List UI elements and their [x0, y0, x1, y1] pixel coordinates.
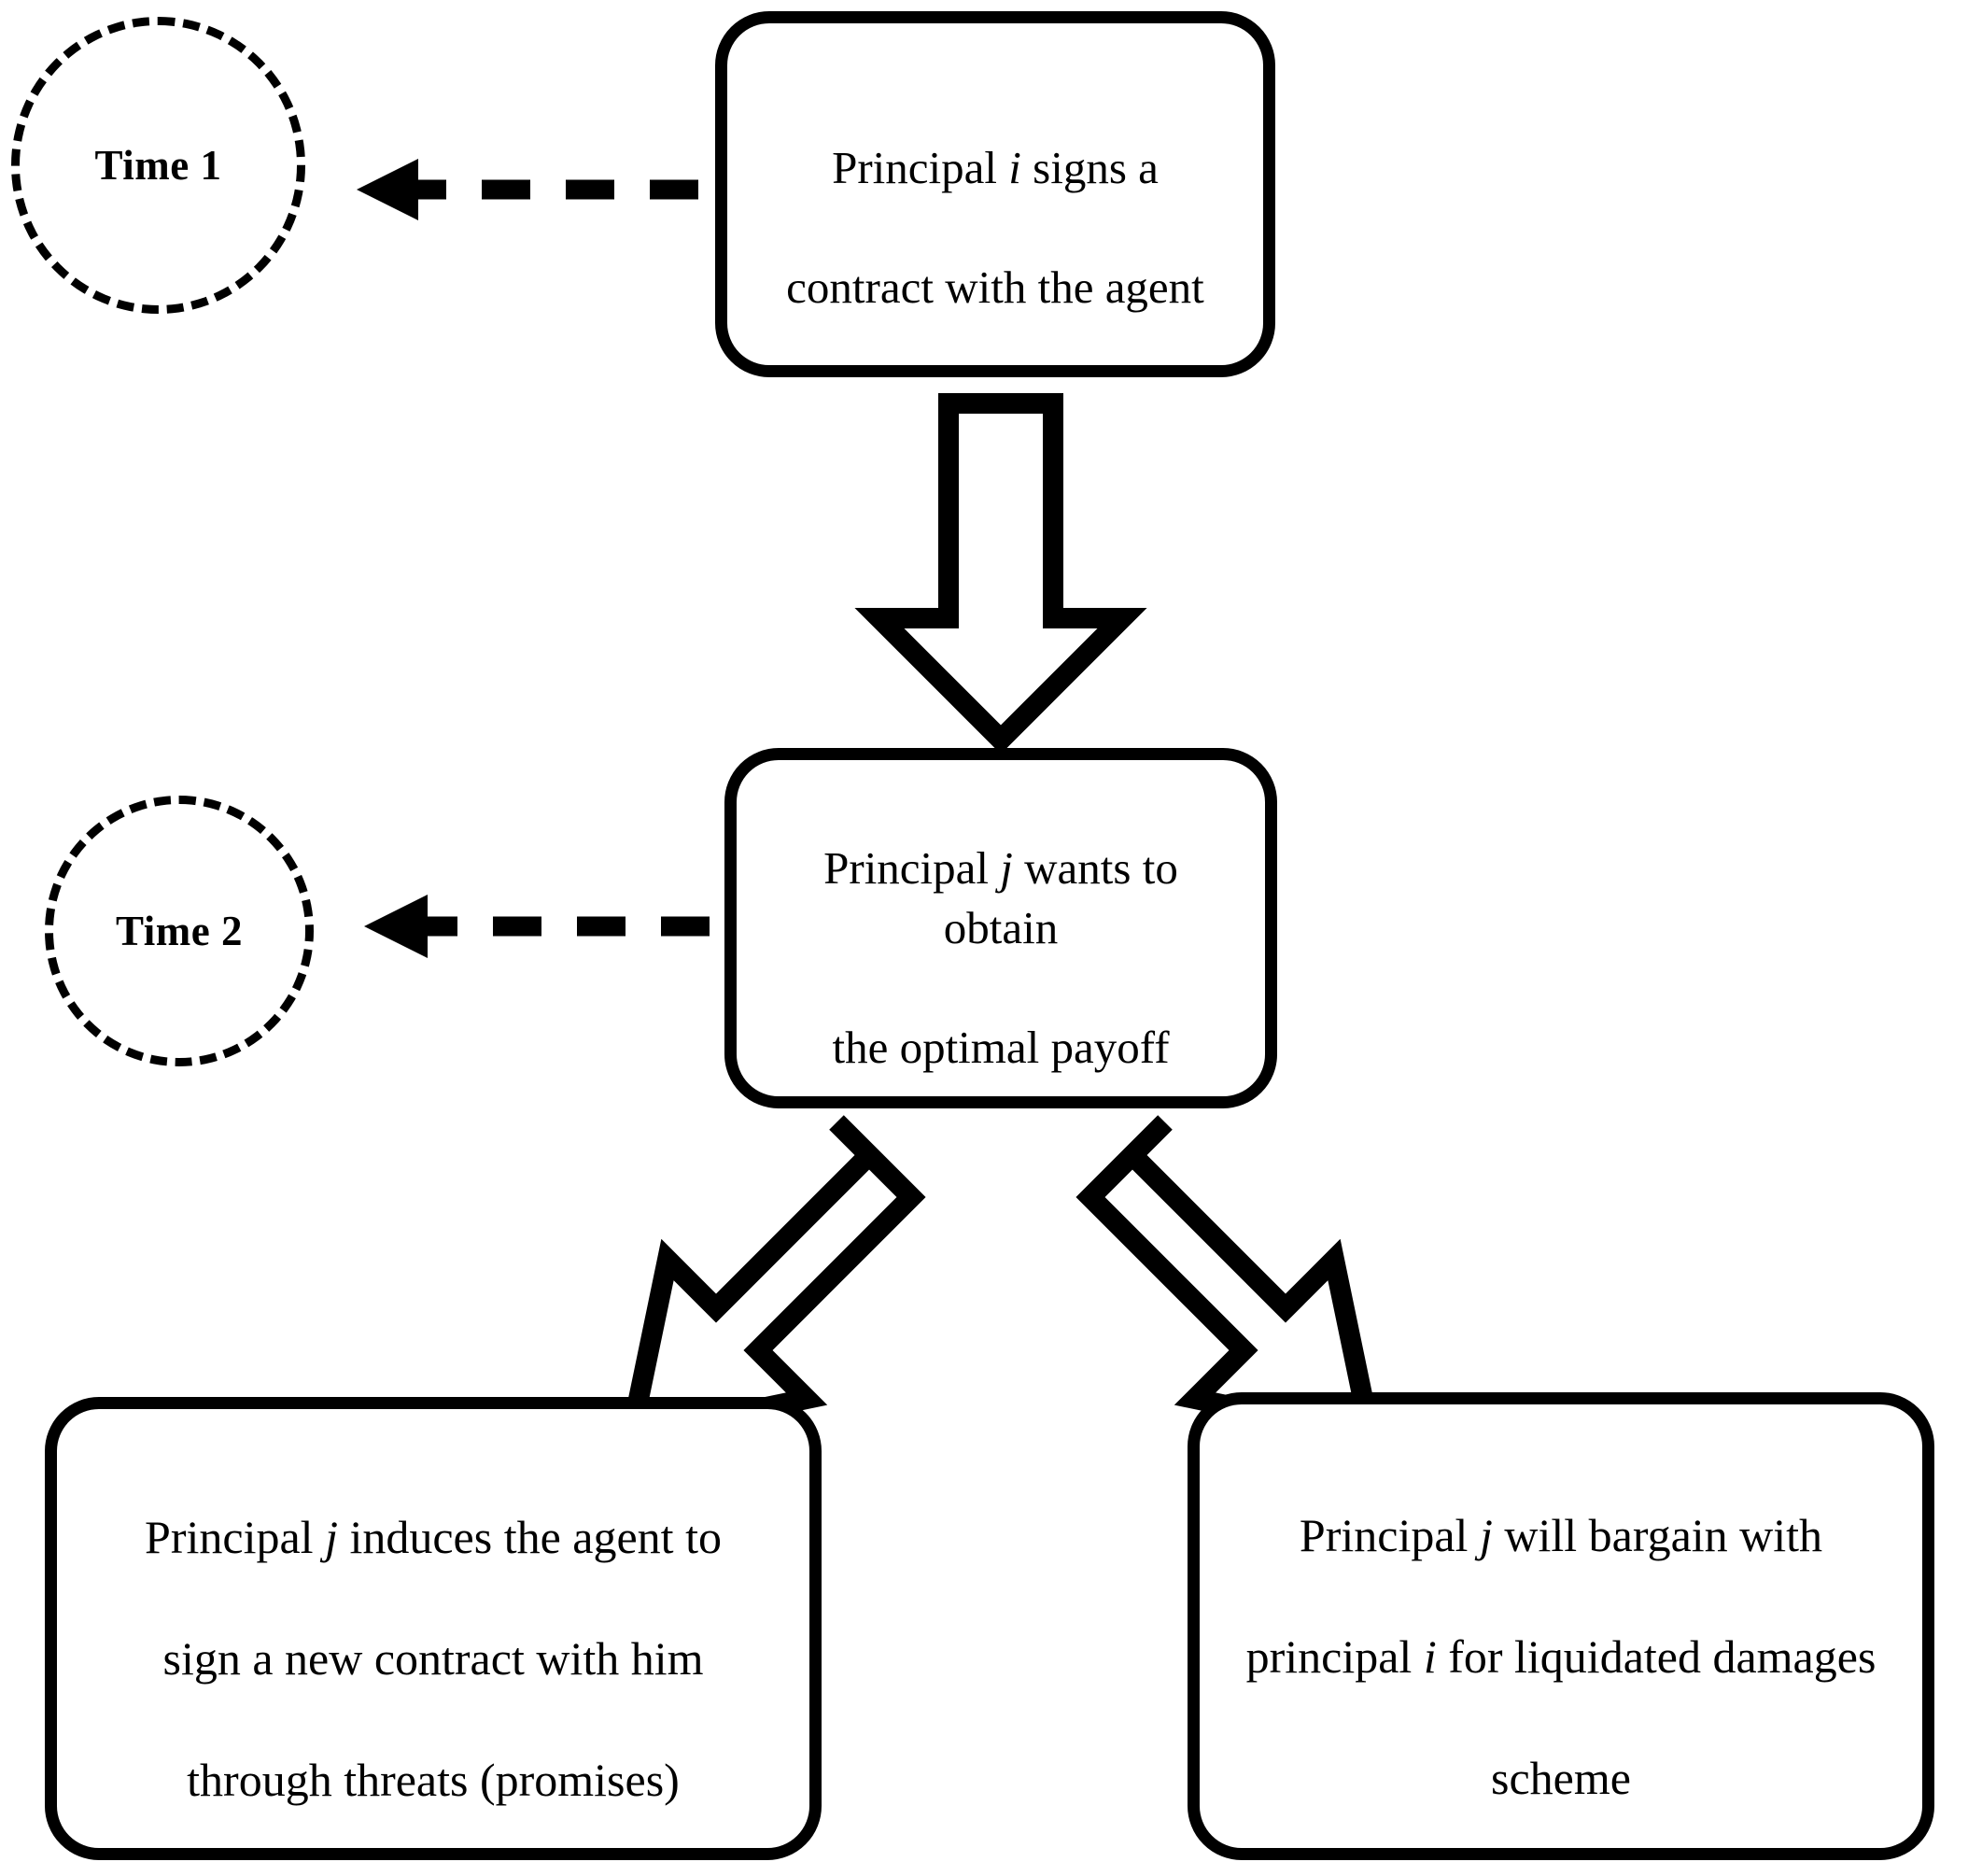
node-optimal-payoff: Principal j wants to obtain the optimal …: [724, 748, 1277, 1108]
node-sign-contract-line1-post: signs a: [1020, 142, 1159, 194]
node-sign-contract-line1-pre: Principal: [832, 142, 1009, 194]
node-bargain-damages-line1-pre: Principal: [1299, 1508, 1480, 1561]
time-1-label: Time 1: [94, 142, 222, 189]
time-2-label: Time 2: [116, 908, 243, 954]
node-bargain-damages: Principal j will bargain with principal …: [1188, 1392, 1934, 1860]
node-induce-agent: Principal j induces the agent to sign a …: [45, 1397, 822, 1860]
node-bargain-damages-text: Principal j will bargain with principal …: [1222, 1445, 1901, 1809]
node-bargain-damages-line2-italic: i: [1423, 1629, 1437, 1683]
dashed-arrow-time1-icon: [357, 159, 698, 220]
block-arrow-down-right-icon: [1075, 1115, 1385, 1449]
node-optimal-payoff-line2: the optimal payoff: [832, 1021, 1170, 1073]
node-sign-contract-text: Principal i signs a contract with the ag…: [762, 72, 1229, 317]
time-marker-time-1: Time 1: [11, 17, 305, 314]
node-induce-agent-line1-italic: j: [325, 1511, 338, 1563]
node-bargain-damages-line3: scheme: [1491, 1751, 1631, 1804]
node-optimal-payoff-text: Principal j wants to obtain the optimal …: [737, 780, 1265, 1077]
node-induce-agent-text: Principal j induces the agent to sign a …: [120, 1446, 746, 1811]
node-optimal-payoff-line1-pre: Principal: [823, 842, 1001, 895]
dashed-arrow-time2-icon: [364, 895, 710, 958]
node-induce-agent-line3: through threats (promises): [187, 1754, 680, 1806]
node-optimal-payoff-line1-italic: j: [1000, 842, 1013, 895]
node-bargain-damages-line1-italic: j: [1479, 1508, 1493, 1561]
node-induce-agent-line2: sign a new contract with him: [162, 1632, 704, 1685]
block-arrow-down-left-icon: [617, 1115, 926, 1449]
node-sign-contract-line1-italic: i: [1008, 142, 1021, 194]
node-sign-contract-line2: contract with the agent: [786, 261, 1204, 313]
node-bargain-damages-line1-post: will bargain with: [1492, 1508, 1823, 1561]
node-optimal-payoff-line1-post: wants to obtain: [943, 842, 1178, 954]
node-induce-agent-line1-post: induces the agent to: [337, 1511, 722, 1563]
block-arrow-down-icon: [854, 393, 1147, 755]
node-induce-agent-line1-pre: Principal: [145, 1511, 326, 1563]
node-bargain-damages-line2-pre: principal: [1245, 1629, 1424, 1683]
node-sign-contract: Principal i signs a contract with the ag…: [715, 11, 1275, 377]
time-marker-time-2: Time 2: [45, 796, 314, 1066]
node-bargain-damages-line2-post: for liquidated damages: [1436, 1629, 1877, 1683]
